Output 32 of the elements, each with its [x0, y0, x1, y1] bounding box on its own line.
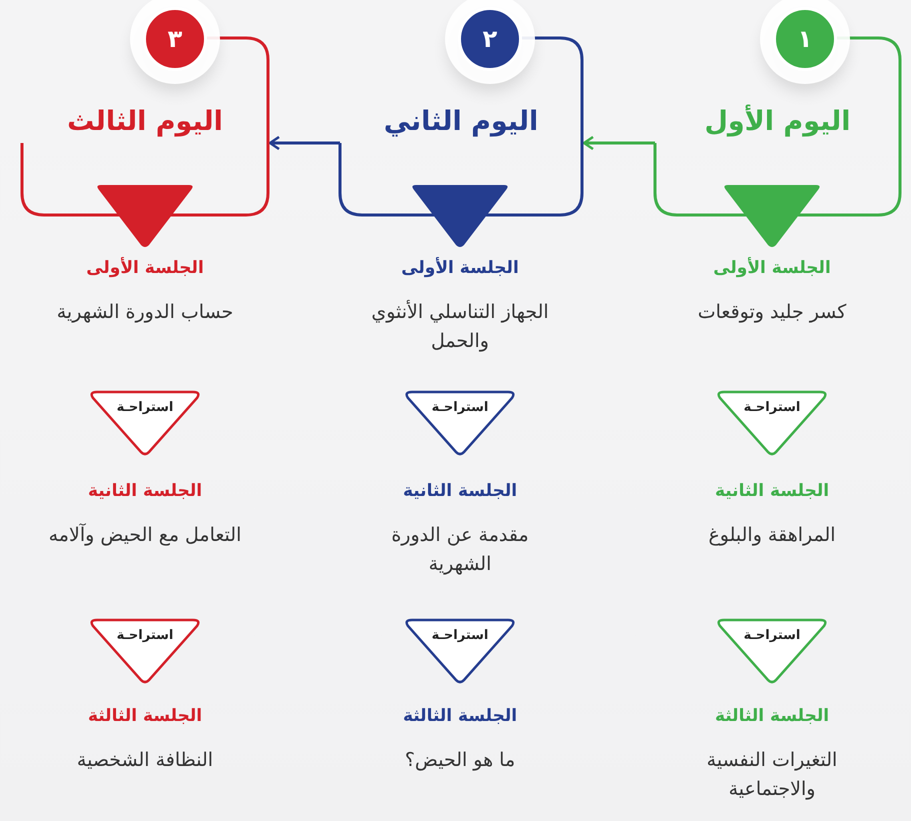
session-topic: المراهقة والبلوغ	[707, 523, 837, 548]
session-topic: التعامل مع الحيض وآلامه	[48, 522, 242, 548]
break-label: استراحـة	[430, 628, 490, 643]
session-heading: الجلسة الثانية	[402, 481, 518, 501]
session-heading: الجلسة الثالثة	[402, 706, 518, 726]
day-title: اليوم الأول	[703, 106, 852, 137]
step-number: ١	[798, 25, 812, 53]
day-title: اليوم الثاني	[382, 106, 540, 137]
session-topic: الجهاز التناسلي الأنثوي والحمل	[370, 298, 550, 354]
session-heading: الجلسة الثانية	[714, 481, 830, 501]
day-title: اليوم الثالث	[66, 106, 224, 137]
session-topic: ما هو الحيض؟	[404, 748, 516, 773]
step-number: ٢	[482, 25, 498, 53]
session-topic: مقدمة عن الدورة الشهرية	[390, 523, 530, 578]
break-label: استراحـة	[742, 400, 802, 415]
session-topic: حساب الدورة الشهرية	[56, 300, 234, 325]
arrow	[268, 136, 340, 150]
session-topic: كسر جليد وتوقعات	[696, 300, 848, 325]
session-topic: التغيرات النفسية والاجتماعية	[706, 748, 838, 802]
session-heading: الجلسة الثالثة	[86, 706, 204, 726]
session-heading: الجلسة الثالثة	[714, 706, 830, 726]
break-label: استراحـة	[430, 400, 490, 415]
session-heading: الجلسة الأولى	[712, 258, 832, 278]
session-heading: الجلسة الثانية	[86, 481, 204, 501]
break-label: استراحـة	[116, 628, 174, 643]
break-label: استراحـة	[742, 628, 802, 643]
step-number: ٣	[168, 25, 182, 53]
session-heading: الجلسة الأولى	[85, 258, 205, 278]
session-topic: النظافة الشخصية	[76, 748, 214, 773]
arrow	[582, 136, 655, 150]
break-label: استراحـة	[116, 400, 174, 415]
session-heading: الجلسة الأولى	[400, 258, 520, 278]
